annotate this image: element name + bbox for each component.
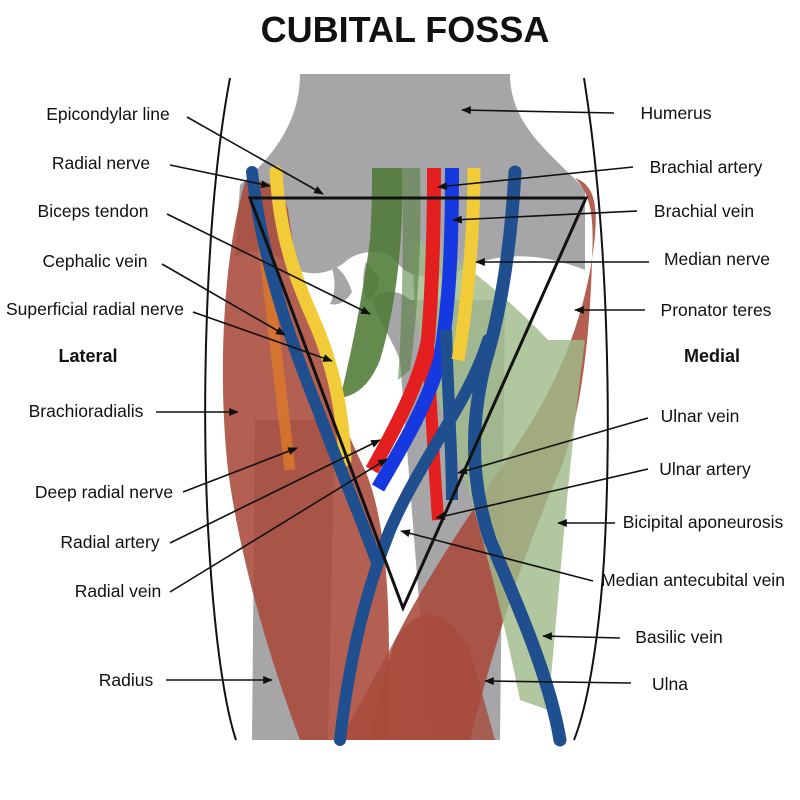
basilic-vein-path — [468, 165, 567, 747]
median-nerve-path — [451, 167, 481, 362]
label-superficial-radial-nerve: Superficial radial nerve — [6, 299, 184, 319]
pointer-cephalic-vein — [161, 263, 286, 336]
cubital-fossa-triangle — [247, 196, 589, 612]
label-brachioradialis: Brachioradialis — [29, 401, 144, 421]
pointer-biceps-tendon — [166, 213, 371, 315]
cephalic-vein-path — [246, 166, 382, 566]
pointer-radial-nerve — [169, 164, 271, 189]
label-deep-radial-nerve: Deep radial nerve — [35, 482, 173, 502]
label-brachial-artery: Brachial artery — [650, 157, 763, 177]
page-title: CUBITAL FOSSA — [261, 9, 550, 50]
pointer-deep-radial-nerve — [182, 447, 298, 493]
label-epicondylar-line: Epicondylar line — [46, 104, 170, 124]
brachial-vein-path — [371, 167, 459, 492]
forearm-flexors — [340, 614, 495, 740]
label-basilic-vein: Basilic vein — [635, 627, 723, 647]
biceps-tendon-band-2 — [398, 168, 421, 380]
pointer-epicondylar-line — [186, 116, 324, 195]
pointer-basilic-vein — [542, 632, 621, 641]
pointer-median-antecubital-vein — [400, 529, 594, 582]
arm-outline-lateral — [204, 77, 237, 741]
pointer-brachial-vein — [452, 210, 638, 224]
medial-label: Medial — [684, 346, 740, 366]
label-radial-artery: Radial artery — [60, 532, 159, 552]
label-radius: Radius — [99, 670, 154, 690]
arm-outline-medial — [573, 77, 609, 741]
label-radial-vein: Radial vein — [75, 581, 162, 601]
pointer-ulnar-artery — [435, 468, 649, 520]
label-humerus: Humerus — [641, 103, 712, 123]
pointer-radial-artery — [169, 439, 381, 544]
median-antecubital-vein-path — [334, 334, 494, 746]
label-bicipital-aponeurosis: Bicipital aponeurosis — [623, 512, 784, 532]
pointer-brachial-artery — [437, 166, 634, 191]
ulnar-artery-path — [422, 339, 444, 521]
label-ulna: Ulna — [652, 674, 688, 694]
brachial-artery-path — [365, 167, 441, 474]
pointer-superficial-radial-nerve — [192, 311, 333, 362]
brachioradialis-muscle — [222, 181, 389, 740]
pronator-teres-muscle — [372, 178, 596, 740]
label-ulnar-vein: Ulnar vein — [661, 406, 740, 426]
biceps-tendon-band — [340, 168, 403, 398]
pointer-ulna — [484, 677, 632, 686]
pointer-ulnar-vein — [457, 417, 649, 475]
label-biceps-tendon: Biceps tendon — [38, 201, 149, 221]
label-cephalic-vein: Cephalic vein — [42, 251, 147, 271]
pointer-radial-vein — [169, 458, 388, 593]
label-brachial-vein: Brachial vein — [654, 201, 754, 221]
lateral-label: Lateral — [58, 346, 117, 366]
label-median-antecubital-vein: Median antecubital vein — [601, 570, 785, 590]
label-ulnar-artery: Ulnar artery — [659, 459, 751, 479]
label-radial-nerve: Radial nerve — [52, 153, 150, 173]
label-pronator-teres: Pronator teres — [661, 300, 772, 320]
pointer-humerus — [461, 106, 615, 115]
radial-nerve-path — [269, 165, 352, 467]
label-median-nerve: Median nerve — [664, 249, 770, 269]
